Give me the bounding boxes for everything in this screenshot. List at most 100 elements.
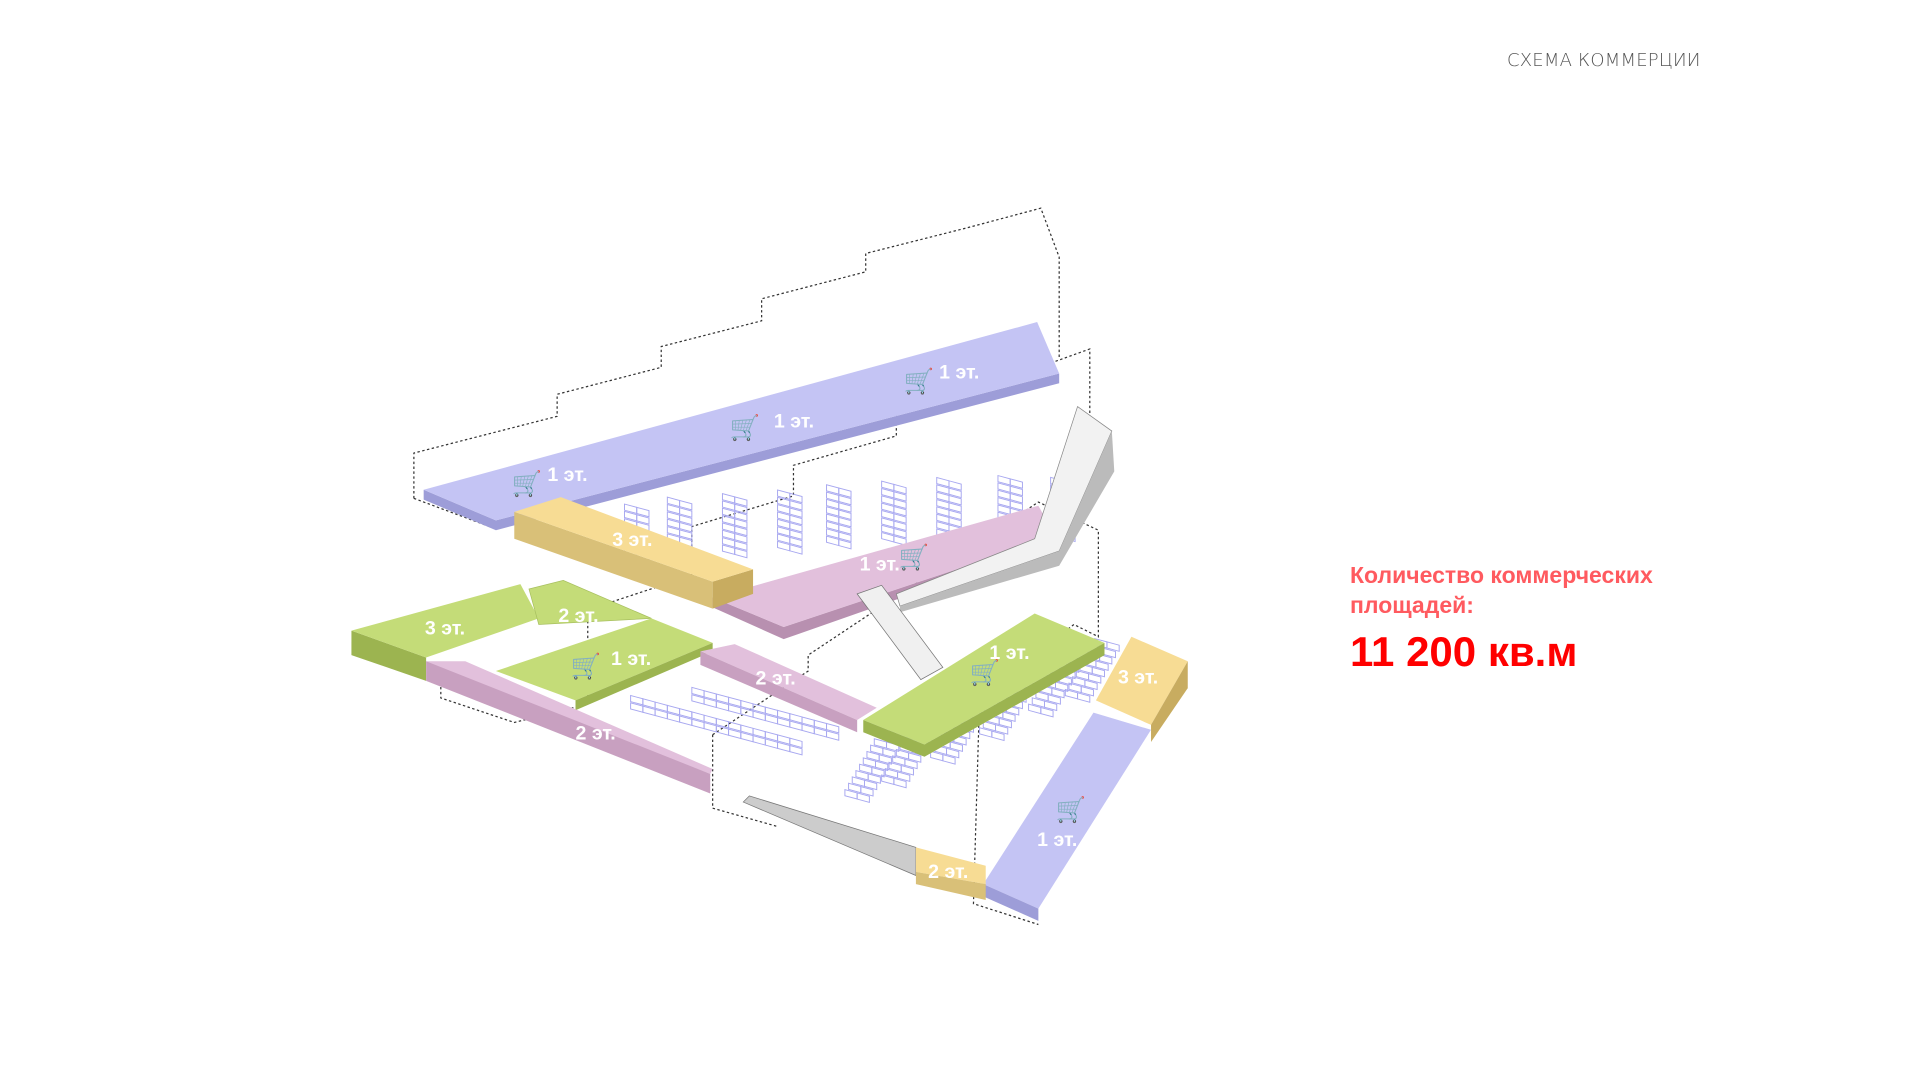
parking-space: [949, 741, 963, 752]
parking-space: [789, 744, 803, 756]
parking-space: [998, 717, 1012, 729]
parking-space: [636, 506, 650, 518]
parking-space: [636, 514, 650, 525]
parking-space: [860, 785, 874, 797]
parking-space: [838, 531, 852, 543]
parking-space: [1002, 711, 1016, 723]
parking-space: [734, 510, 748, 522]
parking-space: [838, 524, 852, 535]
parking-space: [1051, 687, 1065, 699]
parking-space: [893, 520, 907, 532]
floor-label-yellow-bottom-2: 2 эт.: [928, 861, 968, 883]
shopping-cart-icon: 🛒: [970, 658, 1000, 687]
parking-space: [893, 527, 907, 539]
parking-space: [734, 540, 748, 551]
floor-label-purple-right-1: 1 эт.: [1037, 829, 1077, 851]
yellow-top-end: [712, 569, 754, 609]
parking-space: [838, 494, 852, 506]
parking-space: [838, 509, 852, 521]
parking-space: [900, 764, 914, 776]
parking-space: [904, 758, 918, 770]
parking-space: [1009, 500, 1023, 511]
parking-space: [789, 737, 803, 749]
purple-top-face: [423, 322, 1060, 521]
page-title: СХЕМА КОММЕРЦИИ: [1507, 50, 1701, 71]
parking-space: [734, 496, 748, 507]
yellow-right-face: [1095, 636, 1188, 725]
parking-space: [948, 509, 962, 521]
pink-center-face: [712, 505, 1056, 627]
floor-label-green-left-1: 1 эт.: [611, 648, 651, 670]
parking-space: [679, 507, 693, 518]
yellow-top-side: [514, 511, 713, 609]
shopping-cart-icon: 🛒: [512, 469, 542, 498]
shopping-cart-icon: 🛒: [730, 413, 760, 442]
parking-space: [1091, 666, 1105, 678]
shopping-cart-icon: 🛒: [1056, 795, 1086, 824]
parking-space: [1055, 681, 1069, 693]
parking-space: [789, 492, 803, 504]
parking-space: [1009, 478, 1023, 489]
parking-space: [948, 502, 962, 513]
parking-space: [838, 487, 852, 499]
parking-space: [893, 505, 907, 517]
parking-space: [878, 754, 892, 765]
floor-label-yellow-top: 3 эт.: [612, 529, 652, 551]
shopping-cart-icon: 🛒: [899, 543, 929, 572]
parking-space: [864, 779, 878, 791]
parking-space: [946, 747, 960, 759]
parking-space: [995, 724, 1009, 735]
parking-space: [1009, 485, 1023, 497]
floor-label-pink-mid-2: 2 эт.: [756, 667, 796, 689]
green-left-3-face: [351, 584, 539, 658]
parking-space: [734, 503, 748, 515]
parking-space: [679, 521, 693, 533]
parking-space: [789, 536, 803, 548]
parking-space: [893, 491, 907, 502]
pink-left-2-side: [426, 661, 711, 794]
ramp-upper-side: [900, 431, 1115, 613]
parking-space: [1084, 679, 1098, 691]
floor-label-green-left-2: 2 эт.: [558, 605, 598, 627]
parking-space: [948, 494, 962, 506]
yellow-top-face: [514, 497, 754, 582]
parking-space: [1009, 492, 1023, 504]
parking-space: [942, 754, 956, 765]
shopping-cart-icon: 🛒: [904, 366, 934, 395]
green-left-1-side: [575, 642, 713, 711]
floor-label-purple-top-b: 1 эт.: [774, 410, 814, 432]
parking-space: [789, 507, 803, 518]
parking-space: [1106, 641, 1120, 652]
green-left-3-side: [351, 630, 427, 681]
floor-label-purple-top-a: 1 эт.: [547, 464, 587, 486]
parking-space: [1095, 660, 1109, 672]
parking-space: [948, 516, 962, 528]
purple-right-face: [983, 712, 1152, 909]
parking-space: [948, 480, 962, 491]
parking-space: [882, 747, 896, 759]
green-left-1-face: [495, 618, 713, 701]
ramp-bridge: [856, 584, 944, 681]
parking-space: [838, 516, 852, 528]
parking-space: [838, 502, 852, 513]
parking-space: [1040, 706, 1054, 718]
lower-outline: [712, 501, 1099, 926]
parking-space: [826, 730, 840, 741]
ramp-lower: [742, 795, 917, 877]
parking-space: [734, 518, 748, 529]
floor-label-green-left-3: 3 эт.: [425, 617, 465, 639]
floor-label-purple-top-c: 1 эт.: [939, 361, 979, 383]
parking-space: [1077, 692, 1091, 703]
parking-space: [893, 483, 907, 495]
floor-label-pink-center: 1 эт.: [860, 554, 900, 576]
parking-space: [679, 514, 693, 526]
floor-label-pink-left-2: 2 эт.: [576, 723, 616, 745]
parking-space: [679, 499, 693, 511]
parking-space: [1044, 700, 1058, 712]
floor-label-green-right-1: 1 эт.: [989, 642, 1029, 664]
parking-space: [789, 544, 803, 555]
pink-mid-2-side: [700, 651, 858, 733]
yellow-bottom-side: [915, 871, 986, 900]
parking-space: [789, 529, 803, 541]
